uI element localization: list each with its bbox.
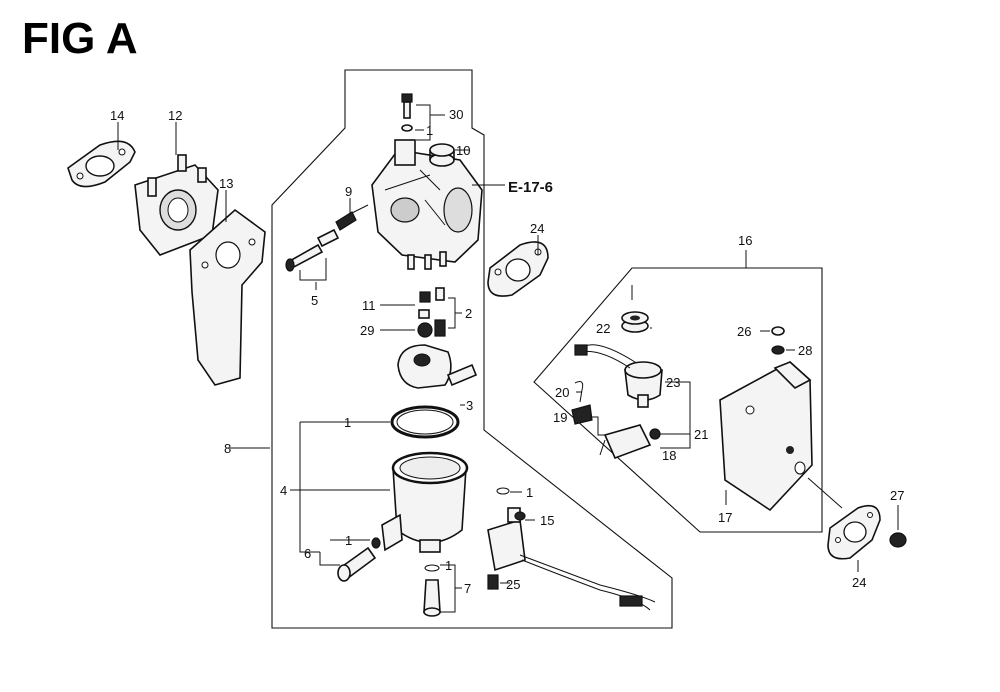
part-25-fitting	[487, 574, 499, 590]
callout-22: 22	[596, 321, 610, 336]
callout-2: 2	[465, 306, 472, 321]
callout-3: 3	[466, 398, 473, 413]
callout-1-solenoid: 1	[526, 485, 533, 500]
callout-6: 6	[304, 546, 311, 561]
callout-18: 18	[662, 448, 676, 463]
callout-16: 16	[738, 233, 752, 248]
part-5-screw-set	[285, 228, 340, 272]
part-24-gasket-lower	[827, 504, 881, 560]
part-28-washer	[771, 345, 785, 355]
part-19-nut	[571, 404, 593, 425]
part-24-gasket-upper	[487, 241, 549, 297]
callout-20: 20	[555, 385, 569, 400]
part-17-cover	[719, 361, 813, 512]
part-18-bracket	[599, 424, 652, 460]
part-4-float-bowl	[381, 451, 469, 553]
part-7-bolt	[423, 564, 441, 617]
part-30-screw	[401, 93, 413, 132]
callout-11: 11	[362, 298, 376, 313]
part-21-washer	[649, 428, 661, 440]
cover-assembly-frame	[533, 267, 823, 533]
callout-28: 28	[798, 343, 812, 358]
callout-1-oring: 1	[344, 415, 351, 430]
part-9-adjust-screw	[335, 204, 369, 231]
callout-9: 9	[345, 184, 352, 199]
part-3-float	[397, 344, 478, 389]
callout-27: 27	[890, 488, 904, 503]
carburetor-body	[371, 139, 483, 270]
callout-1-bolt: 1	[445, 558, 452, 573]
callout-26: 26	[737, 324, 751, 339]
part-1-o-ring	[390, 405, 460, 439]
part-11-jet	[419, 287, 445, 303]
part-26-washer	[771, 326, 785, 336]
part-22-grommet	[621, 311, 649, 333]
callout-labels: 14 12 13 30 1 10 9 5 11 2 29 3 1 8 4 1 6…	[110, 107, 904, 596]
callout-21: 21	[694, 427, 708, 442]
callout-7: 7	[464, 581, 471, 596]
leader-lines	[117, 104, 899, 613]
part-6-drain-screw	[337, 537, 381, 582]
callout-10: 10	[456, 143, 470, 158]
callout-24-lower: 24	[852, 575, 866, 590]
part-23-solenoid	[574, 344, 663, 408]
figure-title: FIG A	[22, 14, 138, 63]
part-10-cap	[429, 143, 455, 167]
callout-1-top: 1	[426, 123, 433, 138]
callout-14: 14	[110, 108, 124, 123]
callout-25: 25	[506, 577, 520, 592]
callout-30: 30	[449, 107, 463, 122]
callout-15: 15	[540, 513, 554, 528]
callout-4: 4	[280, 483, 287, 498]
callout-12: 12	[168, 108, 182, 123]
reference-label: E-17-6	[508, 179, 553, 196]
part-27-nut	[889, 532, 907, 548]
part-29-jet	[417, 309, 446, 338]
callout-29: 29	[360, 323, 374, 338]
part-20-clip	[574, 381, 584, 403]
part-14-gasket	[67, 140, 136, 188]
callout-24-upper: 24	[530, 221, 544, 236]
callout-19: 19	[553, 410, 567, 425]
part-12-insulator	[134, 154, 219, 256]
callout-17: 17	[718, 510, 732, 525]
part-15-fuel-cut-solenoid	[487, 487, 656, 611]
carburetor-assembly-frame	[271, 69, 673, 629]
callout-1-drain: 1	[345, 533, 352, 548]
callout-23: 23	[666, 375, 680, 390]
callout-5: 5	[311, 293, 318, 308]
callout-8: 8	[224, 441, 231, 456]
callout-13: 13	[219, 176, 233, 191]
part-13-plate-gasket	[189, 208, 266, 386]
